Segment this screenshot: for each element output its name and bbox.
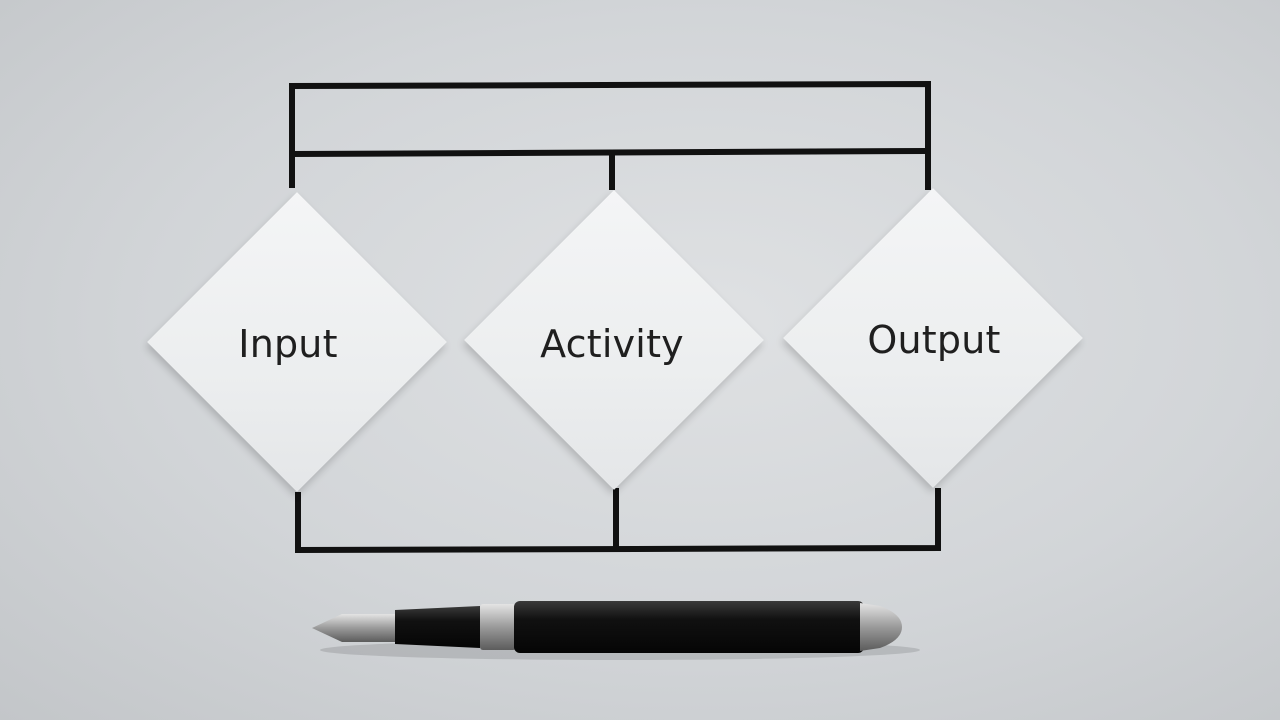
frame-top-box [289, 80, 931, 190]
label-activity: Activity [540, 322, 684, 366]
pen-nib [312, 614, 395, 642]
label-input: Input [238, 322, 338, 366]
pen-end-cap [860, 603, 902, 651]
frame-mid-line [291, 148, 927, 157]
pen-barrel [514, 601, 864, 653]
pen-grip [395, 606, 480, 648]
pen-metal-band [480, 604, 516, 650]
label-output: Output [867, 318, 1001, 362]
